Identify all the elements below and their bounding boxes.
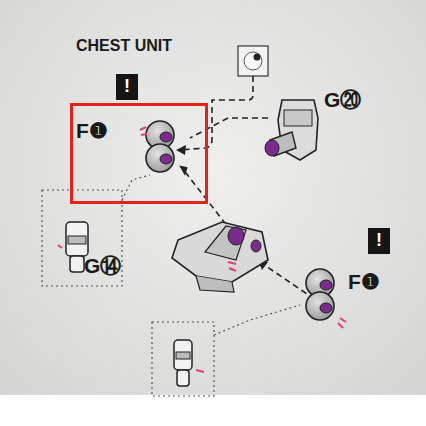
highlight-box: F❶ bbox=[70, 103, 208, 204]
detail-icon bbox=[238, 46, 268, 76]
part-label: G⑳ bbox=[324, 86, 361, 114]
warning-mark: ! bbox=[369, 230, 389, 251]
warning-box bbox=[368, 228, 390, 254]
inset-box bbox=[42, 175, 300, 396]
warning-box bbox=[116, 74, 138, 100]
g14-part bbox=[172, 222, 268, 292]
section-title: CHEST UNIT bbox=[76, 37, 172, 55]
part-label: F❶ bbox=[348, 270, 380, 294]
detail-icon bbox=[254, 54, 261, 61]
ball-joint-part bbox=[306, 269, 334, 320]
warning-mark: ! bbox=[117, 76, 137, 97]
tick-mark bbox=[58, 127, 346, 372]
part-label: F❶ bbox=[76, 119, 108, 143]
g20-part bbox=[265, 100, 318, 160]
inset-part bbox=[66, 222, 192, 386]
detail-icon bbox=[244, 52, 262, 70]
part-label: G⑭ bbox=[84, 252, 121, 280]
ball-joint-part bbox=[146, 121, 174, 172]
bottom-margin bbox=[0, 395, 426, 426]
